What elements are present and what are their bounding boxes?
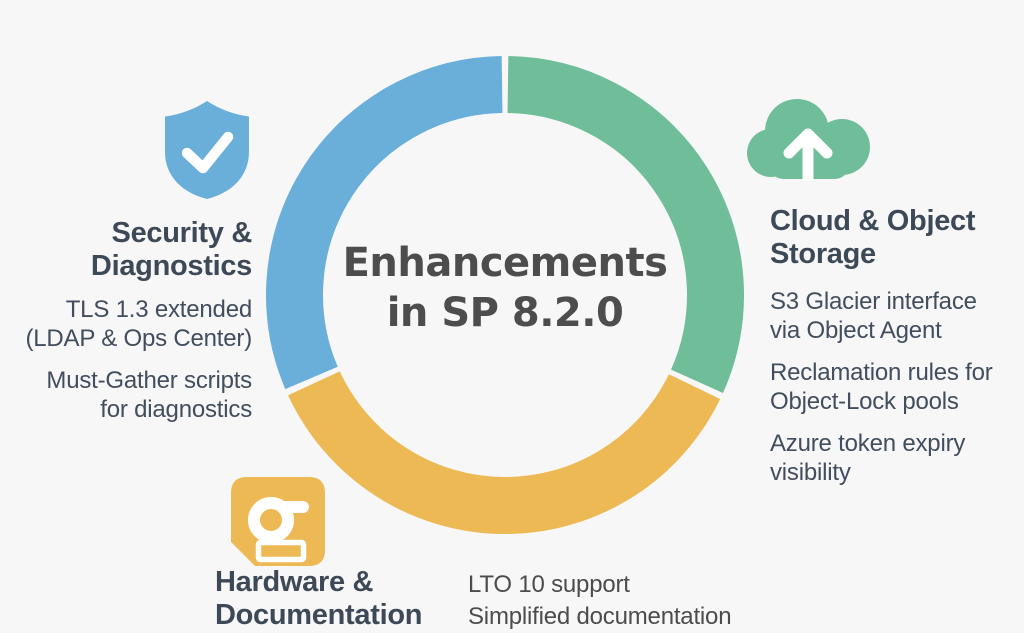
section-items-cloud: S3 Glacier interface via Object Agent Re… [770, 288, 1024, 501]
donut-segment-security-diagnostics [266, 56, 503, 390]
section-items-hardware: LTO 10 support Simplified documentation [468, 569, 798, 633]
section-items-security: TLS 1.3 extended (LDAP & Ops Center) Mus… [0, 296, 252, 438]
page-title: Enhancements in SP 8.2.0 [342, 240, 668, 336]
donut-segment-hardware-documentation [288, 371, 721, 534]
section-heading-security: Security & Diagnostics [90, 217, 252, 282]
cloud-upload-icon [747, 99, 870, 181]
donut-segment-cloud-object-storage [507, 56, 744, 393]
tape-cartridge-icon [231, 477, 325, 566]
section-heading-cloud: Cloud & Object Storage [770, 205, 976, 270]
tape-reel [248, 497, 294, 543]
cartridge-shape [231, 477, 325, 566]
list-item: Simplified documentation [468, 603, 732, 630]
shield-check-icon [165, 101, 249, 199]
list-item: LTO 10 support [468, 571, 630, 598]
check-mark [181, 131, 234, 174]
section-heading-hardware: Hardware & Documentation [215, 566, 423, 631]
list-item: Must-Gather scripts for diagnostics [46, 367, 252, 423]
list-item: Reclamation rules for Object-Lock pools [770, 359, 993, 415]
list-item: S3 Glacier interface via Object Agent [770, 288, 977, 344]
shield-shape [165, 101, 249, 199]
label-slot [255, 539, 307, 563]
list-item: Azure token expiry visibility [770, 430, 966, 486]
up-arrow [783, 128, 833, 181]
list-item: TLS 1.3 extended (LDAP & Ops Center) [25, 296, 252, 352]
